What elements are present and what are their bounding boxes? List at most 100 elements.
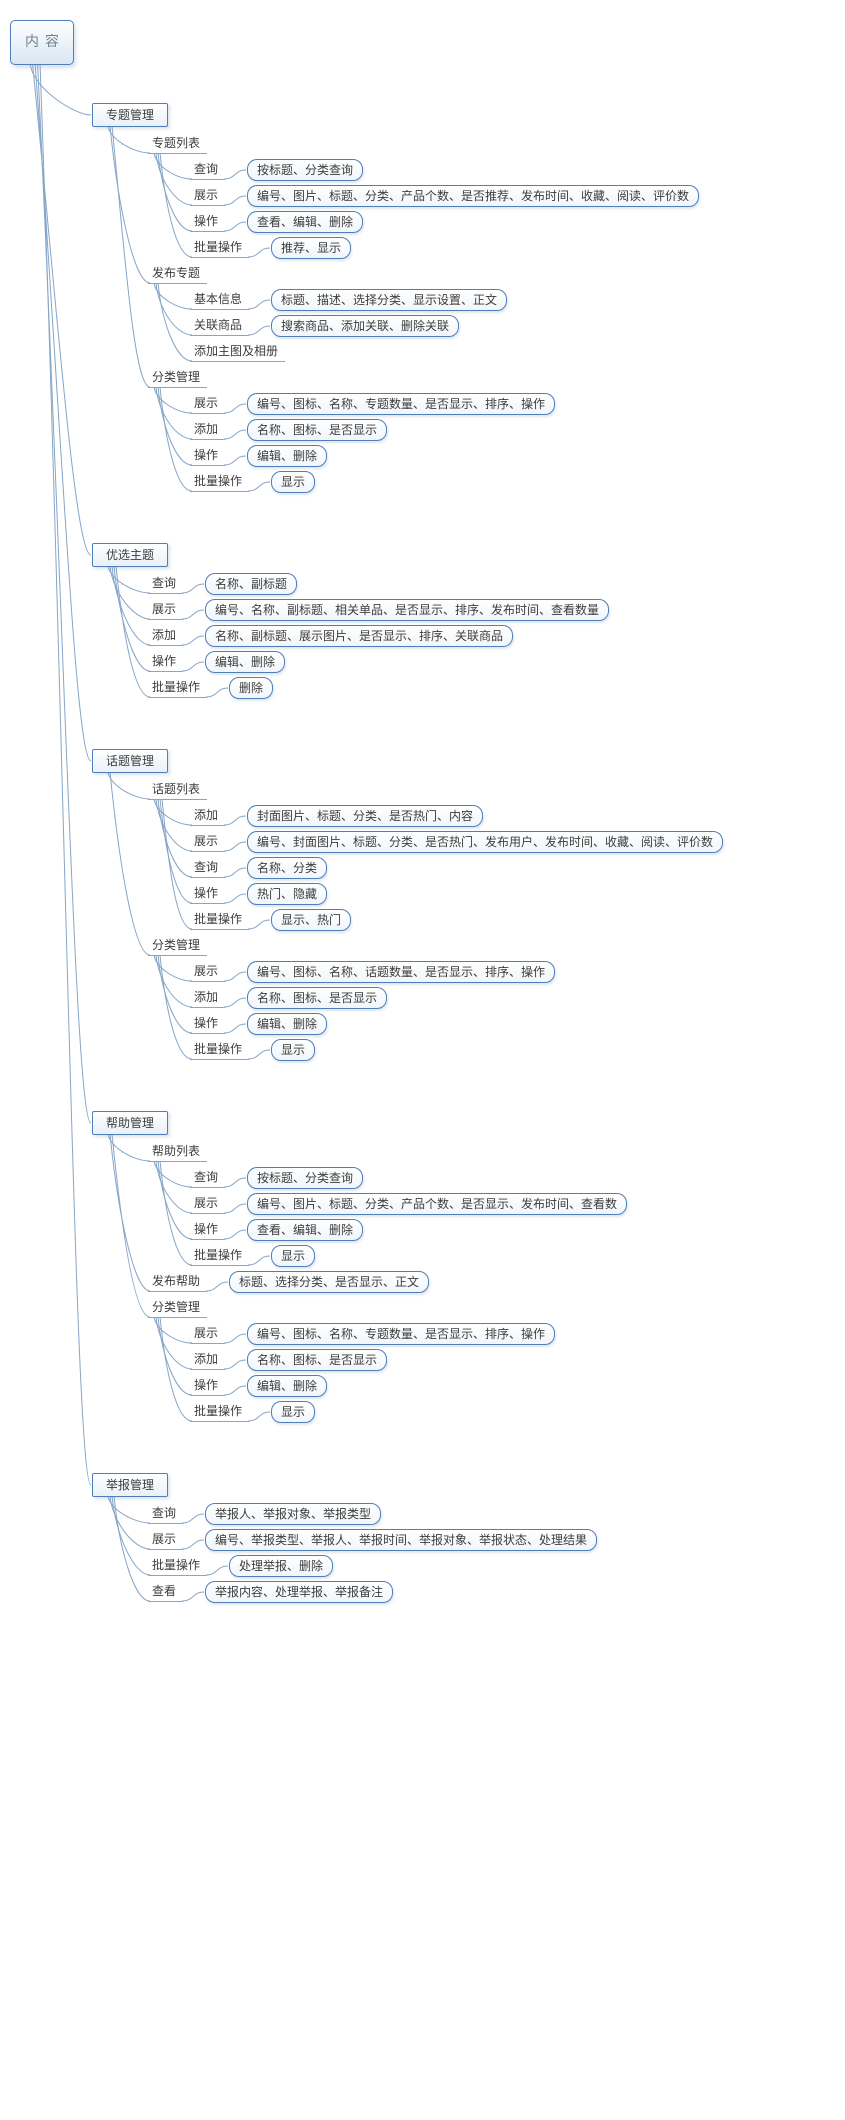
mindmap-subtopic[interactable]: 基本信息 <box>190 290 250 310</box>
connector-line <box>247 919 271 930</box>
mindmap-main-topic[interactable]: 优选主题 <box>92 543 169 567</box>
mindmap-detail-topic[interactable]: 处理举报、删除 <box>229 1555 334 1577</box>
mindmap-detail-topic[interactable]: 搜索商品、添加关联、删除关联 <box>271 315 460 337</box>
mindmap-main-topic[interactable]: 专题管理 <box>92 103 169 127</box>
mindmap-subtopic[interactable]: 批量操作 <box>190 1402 250 1422</box>
mindmap-subtopic[interactable]: 查询 <box>190 858 226 878</box>
mindmap-subtopic[interactable]: 添加 <box>190 1350 226 1370</box>
mindmap-subtopic[interactable]: 操作 <box>190 446 226 466</box>
mindmap-subtopic[interactable]: 展示 <box>190 1194 226 1214</box>
mindmap-subtopic[interactable]: 展示 <box>190 394 226 414</box>
mindmap-subtopic[interactable]: 展示 <box>190 962 226 982</box>
mindmap-detail-topic[interactable]: 查看、编辑、删除 <box>247 211 364 233</box>
mindmap-detail-topic[interactable]: 删除 <box>229 677 274 699</box>
mindmap-detail-topic[interactable]: 显示、热门 <box>271 909 352 931</box>
connector-line <box>109 1133 151 1292</box>
connector-line <box>157 386 193 466</box>
mindmap-detail-topic[interactable]: 编号、图标、名称、专题数量、是否显示、排序、操作 <box>247 393 556 415</box>
mindmap-detail-topic[interactable]: 编辑、删除 <box>247 1375 328 1397</box>
mindmap-detail-topic[interactable]: 热门、隐藏 <box>247 883 328 905</box>
mindmap-detail-topic[interactable]: 编号、图片、标题、分类、产品个数、是否推荐、发布时间、收藏、阅读、评价数 <box>247 185 700 207</box>
mindmap-subtopic[interactable]: 批量操作 <box>190 1040 250 1060</box>
mindmap-subtopic[interactable]: 批量操作 <box>190 910 250 930</box>
mindmap-detail-topic[interactable]: 编辑、删除 <box>205 651 286 673</box>
mindmap-detail-topic[interactable]: 显示 <box>271 471 316 493</box>
connector-line <box>223 169 247 180</box>
mindmap-subtopic[interactable]: 添加 <box>190 988 226 1008</box>
mindmap-detail-topic[interactable]: 查看、编辑、删除 <box>247 1219 364 1241</box>
connector-line <box>115 565 151 698</box>
mindmap-subtopic[interactable]: 查询 <box>190 1168 226 1188</box>
mindmap-root-topic[interactable]: 内容 <box>10 20 74 65</box>
mindmap-detail-topic[interactable]: 编号、封面图片、标题、分类、是否热门、发布用户、发布时间、收藏、阅读、评价数 <box>247 831 724 853</box>
mindmap-subtopic[interactable]: 操作 <box>190 884 226 904</box>
mindmap-detail-topic[interactable]: 标题、选择分类、是否显示、正文 <box>229 1271 430 1293</box>
mindmap-subtopic[interactable]: 批量操作 <box>148 1556 208 1576</box>
mindmap-branch-topic[interactable]: 专题列表 <box>148 134 208 154</box>
mindmap-detail-topic[interactable]: 名称、副标题 <box>205 573 298 595</box>
mindmap-branch-topic[interactable]: 帮助列表 <box>148 1142 208 1162</box>
mindmap-branch-topic[interactable]: 分类管理 <box>148 368 208 388</box>
mindmap-subtopic[interactable]: 操作 <box>148 652 184 672</box>
mindmap-detail-topic[interactable]: 显示 <box>271 1039 316 1061</box>
connector-line <box>223 1177 247 1188</box>
mindmap-subtopic[interactable]: 操作 <box>190 1376 226 1396</box>
mindmap-subtopic[interactable]: 操作 <box>190 1014 226 1034</box>
mindmap-detail-topic[interactable]: 按标题、分类查询 <box>247 1167 364 1189</box>
mindmap-branch-topic[interactable]: 分类管理 <box>148 1298 208 1318</box>
mindmap-detail-topic[interactable]: 显示 <box>271 1401 316 1423</box>
mindmap-detail-topic[interactable]: 编号、图标、名称、话题数量、是否显示、排序、操作 <box>247 961 556 983</box>
mindmap-subtopic[interactable]: 发布帮助 <box>148 1272 208 1292</box>
mindmap-detail-topic[interactable]: 编号、名称、副标题、相关单品、是否显示、排序、发布时间、查看数量 <box>205 599 610 621</box>
mindmap-subtopic[interactable]: 批量操作 <box>190 472 250 492</box>
mindmap-detail-topic[interactable]: 名称、图标、是否显示 <box>247 1349 388 1371</box>
mindmap-detail-topic[interactable]: 推荐、显示 <box>271 237 352 259</box>
mindmap-main-topic[interactable]: 话题管理 <box>92 749 169 773</box>
mindmap-subtopic[interactable]: 批量操作 <box>190 238 250 258</box>
mindmap-subtopic[interactable]: 查询 <box>190 160 226 180</box>
mindmap-subtopic[interactable]: 添加 <box>190 420 226 440</box>
mindmap-subtopic[interactable]: 展示 <box>148 600 184 620</box>
mindmap-subtopic[interactable]: 添加 <box>148 626 184 646</box>
mindmap-detail-topic[interactable]: 名称、分类 <box>247 857 328 879</box>
mindmap-detail-topic[interactable]: 显示 <box>271 1245 316 1267</box>
mindmap-subtopic[interactable]: 展示 <box>148 1530 184 1550</box>
mindmap-branch-topic[interactable]: 话题列表 <box>148 780 208 800</box>
connector-line <box>153 954 193 982</box>
mindmap-subtopic[interactable]: 展示 <box>190 186 226 206</box>
mindmap-subtopic[interactable]: 操作 <box>190 1220 226 1240</box>
mindmap-subtopic[interactable]: 添加 <box>190 806 226 826</box>
mindmap-detail-topic[interactable]: 举报人、举报对象、举报类型 <box>205 1503 382 1525</box>
mindmap-detail-topic[interactable]: 编辑、删除 <box>247 1013 328 1035</box>
mindmap-detail-topic[interactable]: 编号、图片、标题、分类、产品个数、是否显示、发布时间、查看数 <box>247 1193 628 1215</box>
mindmap-detail-topic[interactable]: 封面图片、标题、分类、是否热门、内容 <box>247 805 484 827</box>
mindmap-branch-topic[interactable]: 发布专题 <box>148 264 208 284</box>
mindmap-detail-topic[interactable]: 编号、举报类型、举报人、举报时间、举报对象、举报状态、处理结果 <box>205 1529 598 1551</box>
mindmap-subtopic[interactable]: 展示 <box>190 1324 226 1344</box>
mindmap-detail-topic[interactable]: 名称、图标、是否显示 <box>247 987 388 1009</box>
mindmap-subtopic[interactable]: 批量操作 <box>190 1246 250 1266</box>
mindmap-subtopic[interactable]: 关联商品 <box>190 316 250 336</box>
mindmap-subtopic[interactable]: 操作 <box>190 212 226 232</box>
connector-line <box>247 1411 271 1422</box>
mindmap-subtopic[interactable]: 查询 <box>148 1504 184 1524</box>
mindmap-detail-topic[interactable]: 按标题、分类查询 <box>247 159 364 181</box>
connector-line <box>223 841 247 852</box>
connector-line <box>181 1539 205 1550</box>
mindmap-detail-topic[interactable]: 编辑、删除 <box>247 445 328 467</box>
connector-line <box>223 1203 247 1214</box>
mindmap-detail-topic[interactable]: 举报内容、处理举报、举报备注 <box>205 1581 394 1603</box>
connector-line <box>223 1023 247 1034</box>
mindmap-detail-topic[interactable]: 名称、副标题、展示图片、是否显示、排序、关联商品 <box>205 625 514 647</box>
mindmap-branch-topic[interactable]: 分类管理 <box>148 936 208 956</box>
mindmap-main-topic[interactable]: 帮助管理 <box>92 1111 169 1135</box>
mindmap-subtopic[interactable]: 展示 <box>190 832 226 852</box>
mindmap-detail-topic[interactable]: 名称、图标、是否显示 <box>247 419 388 441</box>
mindmap-subtopic[interactable]: 添加主图及相册 <box>190 342 286 362</box>
mindmap-detail-topic[interactable]: 标题、描述、选择分类、显示设置、正文 <box>271 289 508 311</box>
mindmap-subtopic[interactable]: 查看 <box>148 1582 184 1602</box>
mindmap-detail-topic[interactable]: 编号、图标、名称、专题数量、是否显示、排序、操作 <box>247 1323 556 1345</box>
mindmap-subtopic[interactable]: 批量操作 <box>148 678 208 698</box>
mindmap-main-topic[interactable]: 举报管理 <box>92 1473 169 1497</box>
mindmap-subtopic[interactable]: 查询 <box>148 574 184 594</box>
